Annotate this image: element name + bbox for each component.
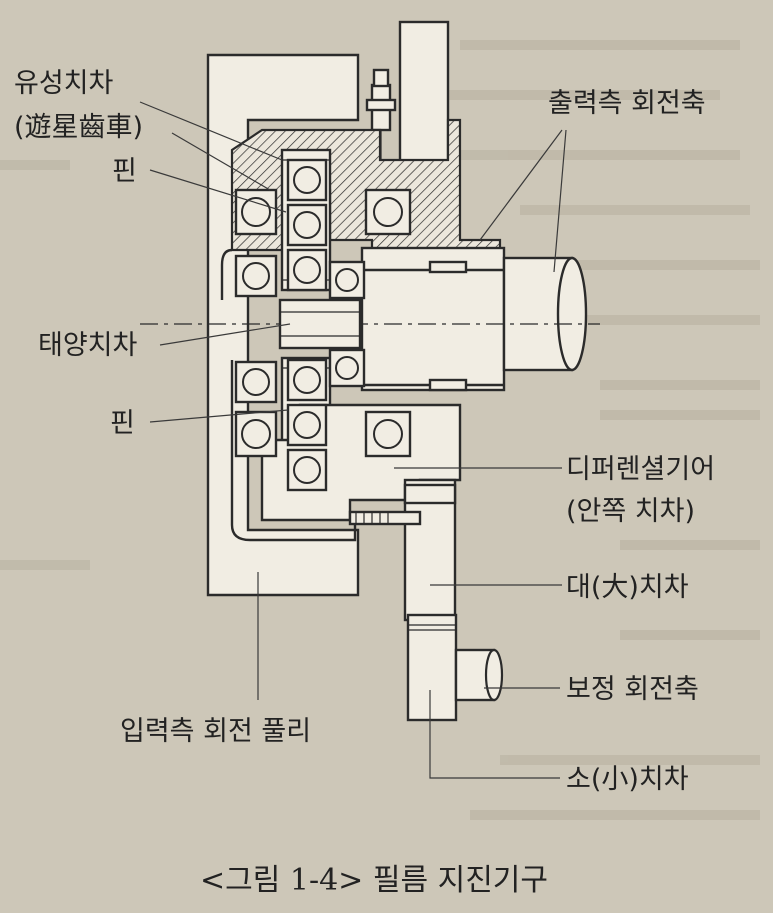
label-input-pulley: 입력측 회전 풀리 (120, 716, 311, 747)
correction-shaft (454, 648, 504, 702)
key-top (428, 260, 468, 274)
film-damper-mechanism (140, 20, 600, 722)
label-pin-top: 핀 (112, 156, 137, 187)
output-shaft (350, 256, 600, 372)
label-correction-shaft: 보정 회전축 (566, 674, 699, 705)
large-gear-teeth (403, 483, 457, 505)
leader-lines (139, 101, 567, 779)
label-small-gear: 소(小)치차 (566, 764, 689, 795)
small-gear (406, 613, 458, 722)
bleed-through-text (0, 40, 760, 820)
sun-gear (278, 298, 362, 350)
ball-bearings (234, 158, 412, 492)
label-output-shaft: 출력측 회전축 (548, 88, 706, 119)
label-large-gear: 대(大)치차 (566, 572, 689, 603)
label-planet-gear: 유성치차 (14, 68, 114, 99)
key-bottom (428, 378, 468, 392)
labels: 유성치차 (遊星齒車) 핀 태양치차 핀 출력측 회전축 디퍼렌셜기어 (안쪽 … (14, 68, 715, 795)
figure-caption: <그림 1-4> 필름 지진기구 (200, 863, 548, 898)
label-pin-bottom: 핀 (110, 408, 135, 439)
label-planet-gear-hanja: (遊星齒車) (14, 112, 143, 143)
bolt (348, 510, 422, 526)
upper-bracket (398, 20, 450, 174)
label-differential-gear-sub: (안쪽 치차) (566, 496, 695, 527)
label-differential-gear: 디퍼렌셜기어 (566, 454, 715, 485)
label-sun-gear: 태양치차 (38, 330, 138, 361)
